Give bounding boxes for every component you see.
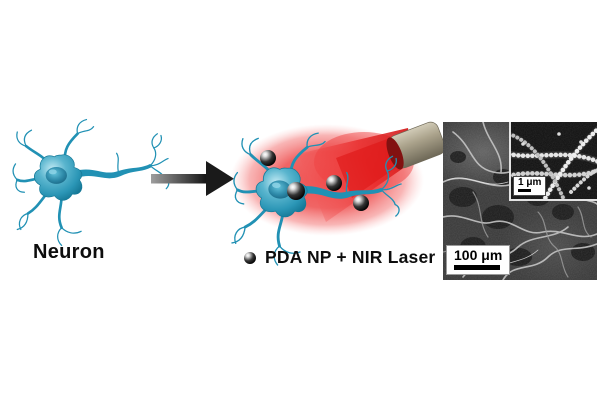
sem-scalebar-label: 100 μm	[454, 247, 503, 264]
pda-np-legend-icon	[244, 251, 256, 264]
arrow-right-icon	[151, 161, 234, 196]
inset-scalebar: 1 μm	[513, 175, 547, 196]
pda-np-dot	[287, 182, 305, 200]
nir-laser-device-icon	[386, 121, 446, 170]
neuron-illustration	[11, 118, 170, 247]
pda-np-dot	[353, 195, 369, 211]
sem-micrograph: 1 μm 100 μm	[443, 122, 597, 280]
sem-scalebar-line	[454, 265, 500, 270]
sem-scalebar: 100 μm	[446, 245, 511, 275]
legend-label: PDA NP + NIR Laser	[265, 247, 436, 267]
pda-np-dot	[260, 150, 276, 166]
sem-inset-micrograph: 1 μm	[509, 122, 597, 201]
sem-inset-texture	[511, 122, 597, 199]
legend: PDA NP + NIR Laser	[244, 247, 435, 268]
pda-np-dot	[326, 175, 342, 191]
inset-scalebar-label: 1 μm	[518, 176, 542, 188]
neuron-label: Neuron	[33, 241, 105, 263]
inset-scalebar-line	[518, 189, 531, 192]
